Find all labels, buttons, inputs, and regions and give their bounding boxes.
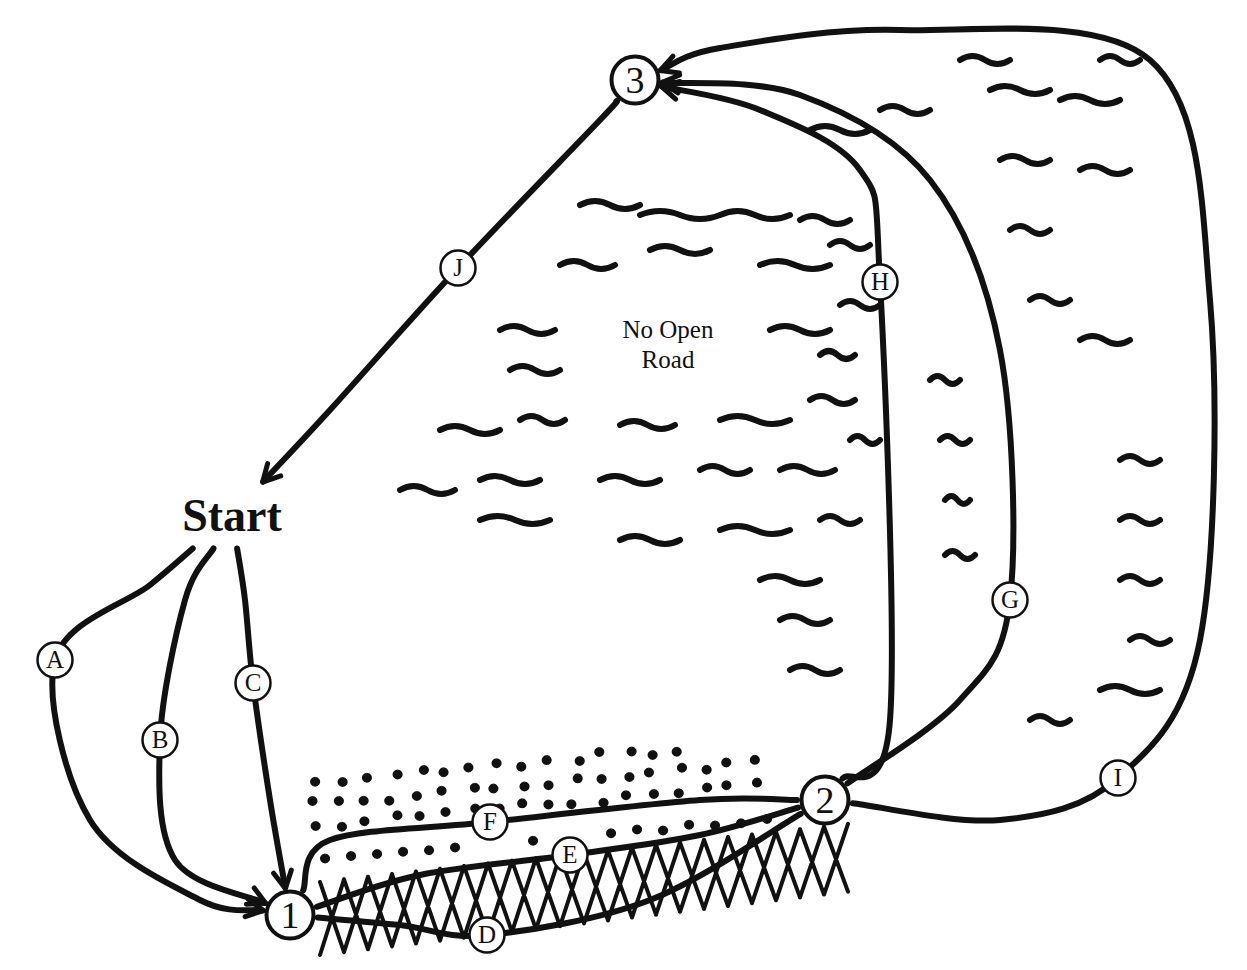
route-letter-circle: A xyxy=(35,640,75,680)
route-letter-circle: I xyxy=(1098,758,1138,798)
route-letter-circle: D xyxy=(467,915,507,955)
route-letter: G xyxy=(1001,586,1019,614)
route-letter: D xyxy=(478,921,496,949)
route-line xyxy=(661,28,1214,820)
route-letter-circle: E xyxy=(550,835,590,875)
route-letter: F xyxy=(483,808,497,836)
node-text: 2 xyxy=(816,778,835,822)
route-letter-circle: B xyxy=(140,720,180,760)
route-letter-circle: J xyxy=(438,248,478,288)
route-letter: B xyxy=(152,726,169,754)
route-letter-circle: G xyxy=(990,580,1030,620)
route-letter-circle: C xyxy=(233,663,273,703)
route-line xyxy=(159,549,265,903)
waypoint-circle: 1 xyxy=(264,889,316,941)
waypoint-circle: 2 xyxy=(799,774,851,826)
route-letter: C xyxy=(245,669,262,697)
route-letter-circle: H xyxy=(860,262,900,302)
route-letter: A xyxy=(46,646,64,674)
route-line xyxy=(662,87,892,779)
terrain-squiggles xyxy=(400,56,1170,724)
route-line xyxy=(263,101,617,481)
route-letter: H xyxy=(871,268,889,296)
route-line xyxy=(237,549,285,888)
route-line xyxy=(52,549,262,911)
waypoint-circle: 3 xyxy=(609,54,661,106)
rough-ground-hatching xyxy=(320,824,848,955)
route-letter: I xyxy=(1114,764,1122,792)
route-letter-circle: F xyxy=(470,802,510,842)
route-letter: J xyxy=(453,254,463,282)
route-letter: E xyxy=(562,841,577,869)
route-line xyxy=(317,808,798,907)
route-line xyxy=(303,798,797,890)
node-text: 3 xyxy=(626,58,645,102)
node-text: Start xyxy=(182,489,282,542)
route-line xyxy=(663,83,1013,784)
node-text: 1 xyxy=(281,893,300,937)
start-label: Start xyxy=(176,486,288,545)
map-note: No Open Road xyxy=(599,315,737,375)
